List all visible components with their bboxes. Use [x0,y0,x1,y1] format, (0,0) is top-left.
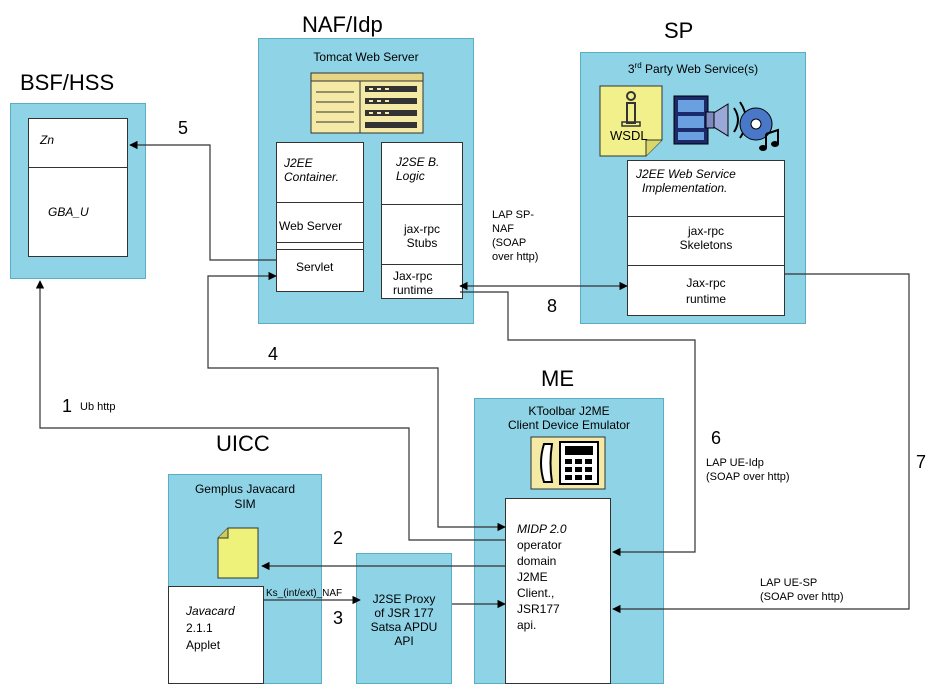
naf-idp-title: NAF/Idp [302,12,383,37]
j2ee-container-box [276,142,364,292]
divider [276,249,364,250]
connector-4 [207,271,506,532]
label-3: 3 [333,608,344,628]
web-server-label: Web Server [279,219,343,233]
stubs-line1: jax-rpc [403,222,440,236]
container-line1: J2EE [284,156,313,170]
lap-ue-idp-line2: (SOAP over http) [706,471,790,483]
sp-runtime-line1: Jax-rpc [686,276,726,290]
applet-line2: 2.1.1 [186,621,213,635]
divider [627,216,785,217]
impl-line2: Implementation. [642,181,728,195]
divider [276,242,364,243]
lap-ue-sp-line2: (SOAP over http) [760,591,844,603]
connector-6 [460,291,696,557]
proxy-line1: J2SE Proxy [372,592,436,606]
divider [381,264,463,265]
sp-title: SP [664,18,694,43]
label-5: 5 [178,118,189,138]
sp-runtime-line2: runtime [685,292,726,306]
ws-impl-box [627,160,785,316]
client-line7: api. [517,618,537,632]
tomcat-label: Tomcat Web Server [313,50,419,64]
wsdl-label: WSDL [610,128,648,143]
label-1: 1 [62,396,73,416]
client-line2: operator [517,538,562,552]
client-line1: MIDP 2.0 [517,522,567,536]
sim-line2: SIM [234,497,256,511]
connector-5 [129,140,276,261]
client-line6: JSR177 [517,602,560,616]
proxy-panel [356,553,452,684]
lap-sp-naf-line4: over http) [492,251,539,263]
lap-sp-naf-line2: NAF [492,223,514,235]
applet-line1: Javacard [186,604,235,618]
servlet-label: Servlet [296,260,334,274]
uicc-title: UICC [216,431,270,456]
phone-icon [530,436,606,490]
proxy-line3: Satsa APDU [370,620,438,634]
label-7: 7 [916,452,927,472]
applet-box [168,586,264,684]
label-2: 2 [333,528,344,548]
sim-card-icon [217,527,259,579]
divider [381,204,463,205]
gba-box [28,167,128,257]
container-line2: Container. [284,170,339,184]
lap-ue-idp-line1: LAP UE-Idp [706,457,764,469]
zn-label: Zn [40,133,55,147]
divider [627,265,785,266]
client-line5: Client., [517,586,555,600]
connector-7 [612,273,910,614]
impl-line1: J2EE Web Service [636,167,736,181]
label-8: 8 [547,296,558,316]
logic-line2: Logic [396,169,425,183]
proxy-line2: of JSR 177 [374,606,434,620]
stubs-line2: Stubs [406,236,438,250]
client-line3: domain [517,554,557,568]
applet-line3: Applet [186,638,221,652]
ub-http-label: Ub http [80,401,116,413]
skel-line2: Skeletons [679,238,733,252]
label-6: 6 [711,428,722,448]
emulator-line2: Client Device Emulator [507,418,631,432]
me-title: ME [541,366,574,391]
label-4: 4 [268,344,279,364]
gba-label: GBA_U [48,205,89,219]
wsdl-document-icon [599,85,663,157]
lap-sp-naf-line1: LAP SP- [492,209,534,221]
client-line4: J2ME [517,570,548,584]
lap-ue-sp-line1: LAP UE-SP [760,577,818,589]
multimedia-icon [673,95,779,151]
server-icon [310,72,424,134]
lap-sp-naf-line3: (SOAP [492,237,527,249]
skel-line1: jax-rpc [687,224,724,238]
divider [276,202,364,203]
emulator-line1: KToolbar J2ME [528,404,610,418]
proxy-line4: API [394,634,414,648]
third-party-label: 3rd Party Web Service(s) [627,61,759,76]
ks-naf-label: Ks_(int/ext)_NAF [266,588,343,599]
logic-line1: J2SE B. [396,155,440,169]
bsf-hss-title: BSF/HSS [20,70,115,95]
